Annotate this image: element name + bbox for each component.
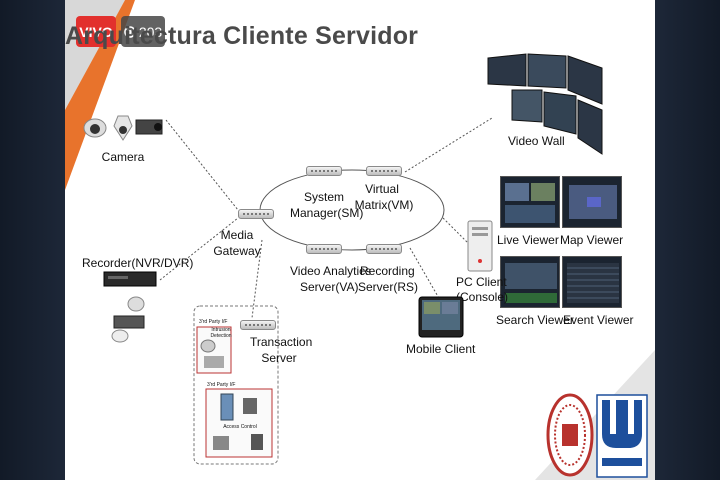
incibe-logo-icon xyxy=(596,394,648,478)
recorder-icon xyxy=(103,271,157,343)
event-viewer-label: Event Viewer xyxy=(563,313,634,327)
transaction-server-label-2: Server xyxy=(261,351,297,365)
map-viewer-screen xyxy=(562,176,622,228)
virtual-matrix-server-icon xyxy=(366,166,402,176)
video-analytics-server-icon xyxy=(306,244,342,254)
search-viewer-screen xyxy=(500,256,560,308)
camera-label: Camera xyxy=(101,150,145,164)
eye-icon xyxy=(124,25,136,38)
pc-tower-icon xyxy=(467,220,493,272)
video-analytics-label-2: Server(VA) xyxy=(300,280,359,294)
university-seal-icon xyxy=(546,393,594,477)
pc-client-label-2: (Console) xyxy=(456,290,509,304)
third-party-box xyxy=(193,305,279,465)
video-analytics-label-1: Video Analytics xyxy=(290,264,372,278)
background-left xyxy=(0,0,65,480)
virtual-matrix-label-1: Virtual xyxy=(365,182,399,196)
search-viewer-label: Search Viewer xyxy=(496,313,574,327)
mobile-client-label: Mobile Client xyxy=(406,342,476,356)
recording-server-label-2: Server(RS) xyxy=(358,280,419,294)
video-wall-label: Video Wall xyxy=(508,134,565,148)
camera-group xyxy=(83,115,163,141)
tablet-icon xyxy=(418,296,464,338)
recording-server-label-1: Recording xyxy=(360,264,415,278)
viewer-count: 203 xyxy=(138,23,163,40)
third-party-label-bottom: 3'rd Party I/F xyxy=(207,382,236,388)
live-badge: VIVO xyxy=(76,16,116,47)
intrusion-detection-group xyxy=(196,326,232,374)
dome-camera-icon xyxy=(83,118,107,138)
system-manager-server-icon xyxy=(306,166,342,176)
transaction-server-icon xyxy=(240,320,276,330)
transaction-server-label-1: Transaction xyxy=(250,335,313,349)
media-gateway-label-2: Gateway xyxy=(213,244,261,258)
slide-title: Arquitectura Cliente Servidor xyxy=(65,22,419,50)
recorder-label: Recorder(NVR/DVR) xyxy=(82,256,194,270)
media-gateway-server-icon xyxy=(238,209,274,219)
system-manager-label-1: System xyxy=(303,190,344,204)
live-viewer-screen xyxy=(500,176,560,228)
access-control-label: Access Control xyxy=(223,424,257,430)
viewer-count-badge: 203 xyxy=(121,16,165,47)
video-wall-icon xyxy=(487,53,603,155)
bullet-camera-icon xyxy=(113,115,133,141)
pc-client-label-1: PC Client xyxy=(456,275,507,289)
background-right xyxy=(655,0,720,480)
system-manager-label-2: Manager(SM) xyxy=(290,206,364,220)
map-viewer-label: Map Viewer xyxy=(560,233,624,247)
intrusion-label-2: Detection xyxy=(210,333,232,339)
recording-server-icon xyxy=(366,244,402,254)
intrusion-label-1: Intrusion xyxy=(211,327,231,333)
access-control-group xyxy=(205,388,273,458)
live-viewer-label: Live Viewer xyxy=(497,233,559,247)
third-party-label-top: 3'rd Party I/F xyxy=(199,319,228,325)
virtual-matrix-label-2: Matrix(VM) xyxy=(354,198,414,212)
event-viewer-screen xyxy=(562,256,622,308)
media-gateway-label-1: Media xyxy=(220,228,254,242)
box-camera-icon xyxy=(135,119,163,135)
